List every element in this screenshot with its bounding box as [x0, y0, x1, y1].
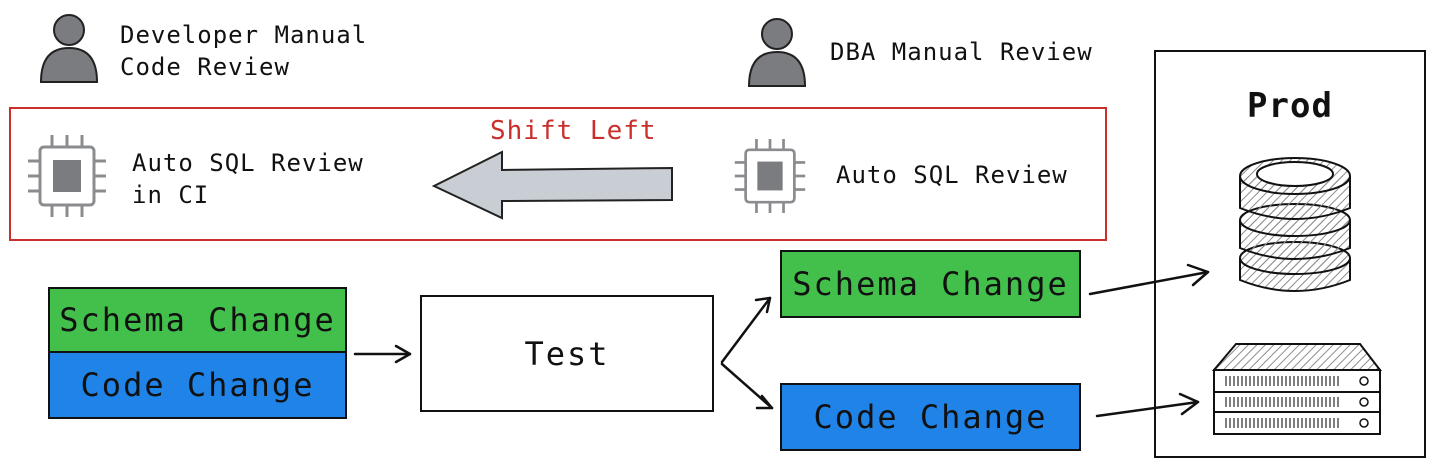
prod-title: Prod [1247, 86, 1333, 126]
test-box: Test [420, 295, 714, 412]
code-to-server-arrow-icon [1095, 392, 1200, 418]
shift-left-arrow-icon [431, 150, 673, 220]
left-code-change-box: Code Change [48, 351, 347, 419]
shift-left-frame [9, 107, 1107, 241]
to-test-arrow-icon [353, 344, 412, 364]
shift-left-label: Shift Left [490, 116, 657, 146]
left-schema-change-box: Schema Change [48, 287, 347, 353]
ci-chip-icon [28, 135, 106, 217]
dba-review-label: DBA Manual Review [830, 38, 1093, 66]
auto-review-label: Auto SQL Review [836, 161, 1068, 189]
right-code-change-box: Code Change [780, 383, 1081, 451]
dba-person-icon [747, 18, 807, 87]
auto-review-chip-icon [734, 139, 806, 213]
schema-to-db-arrow-icon [1088, 263, 1210, 296]
test-to-schema-arrow-icon [720, 296, 772, 364]
prod-box [1154, 50, 1426, 458]
server-icon [1211, 343, 1383, 435]
developer-person-icon [39, 14, 99, 83]
database-icon [1239, 157, 1351, 292]
test-to-code-arrow-icon [720, 362, 774, 410]
ci-review-label: Auto SQL Review in CI [132, 149, 364, 209]
right-schema-change-box: Schema Change [780, 250, 1081, 318]
developer-review-label: Developer Manual Code Review [120, 21, 368, 81]
